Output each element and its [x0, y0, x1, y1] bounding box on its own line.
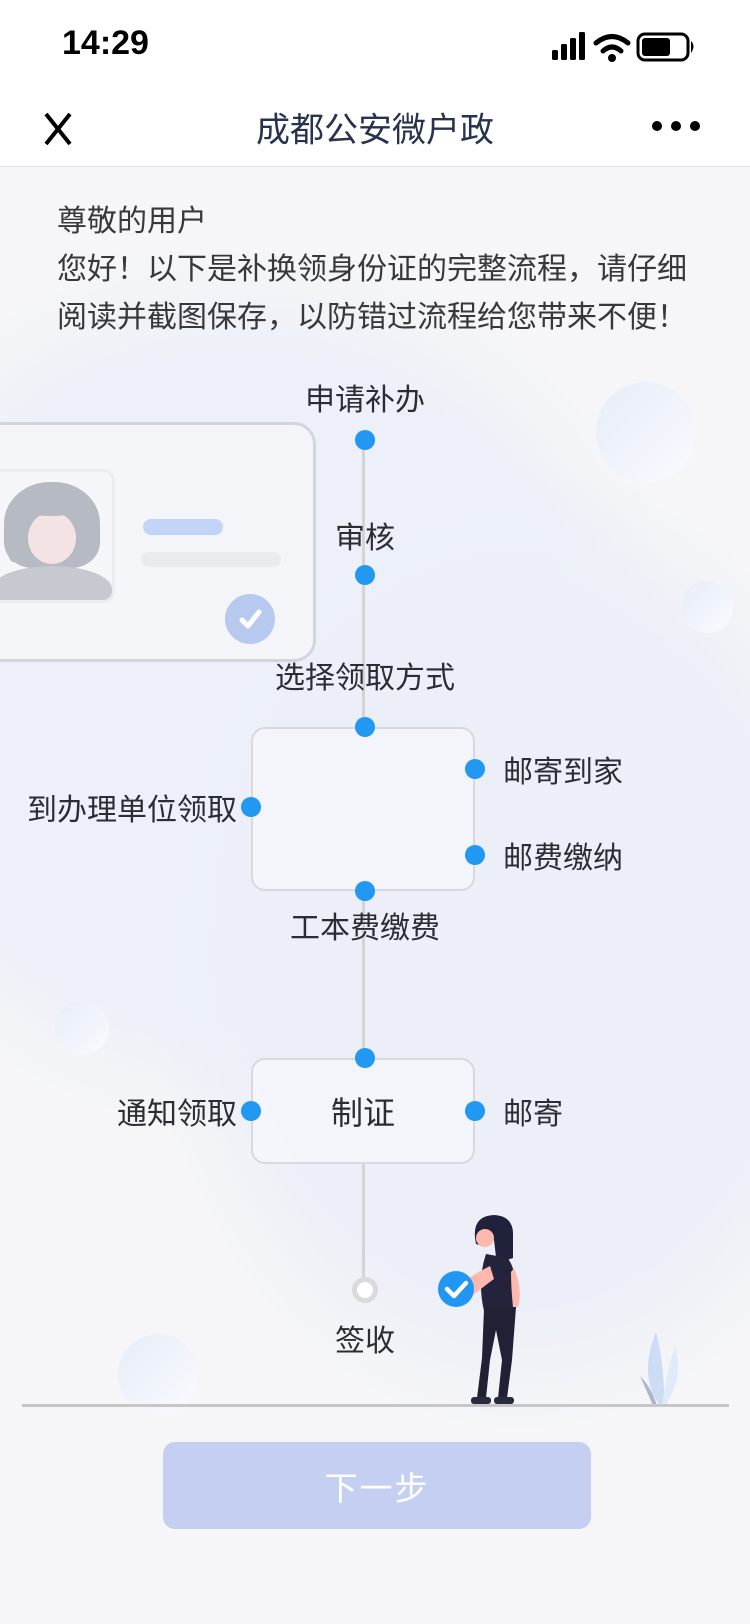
status-icons — [552, 28, 702, 69]
flow-dot — [241, 1101, 261, 1121]
flow-dot — [465, 845, 485, 865]
wifi-icon — [593, 34, 631, 54]
person-svg — [438, 1215, 520, 1404]
flow-option-mail: 邮寄 — [503, 1098, 563, 1131]
flow-dot — [465, 759, 485, 779]
wifi-dot — [608, 54, 616, 62]
header: 14:29 — [0, 0, 750, 167]
close-icon — [44, 112, 72, 146]
flow-option-postage-pay: 邮费缴纳 — [503, 842, 623, 875]
page-title: 成都公安微户政 — [256, 111, 494, 150]
flow-dot — [241, 797, 261, 817]
flow-dot — [355, 881, 375, 901]
flow-line — [362, 891, 365, 1058]
more-button[interactable] — [650, 102, 702, 150]
flow-step-review: 审核 — [335, 522, 395, 555]
flow-line — [362, 1164, 365, 1278]
avatar-face — [28, 512, 76, 564]
flow-dot — [355, 1048, 375, 1068]
intro-greeting: 尊敬的用户 — [57, 205, 207, 238]
bubble-decoration — [118, 1334, 198, 1414]
more-icon — [652, 121, 700, 131]
make-cert-box — [251, 1058, 475, 1164]
signal-icon — [552, 32, 585, 60]
battery-icon — [636, 32, 694, 62]
flow-step-fee-pay: 工本费缴费 — [290, 912, 440, 945]
bubble-decoration — [681, 581, 733, 633]
status-icons-svg — [552, 32, 694, 62]
card-check-badge — [225, 594, 275, 644]
check-badge — [438, 1271, 474, 1307]
intro-text: 尊敬的用户 您好！以下是补换领身份证的完整流程，请仔细阅读并截图保存，以防错过流… — [57, 198, 707, 342]
avatar-hair-side — [6, 502, 24, 562]
card-text-bar-gray — [141, 552, 281, 567]
bubble-decoration — [55, 1001, 109, 1055]
nav-bar: 成都公安微户政 — [0, 88, 750, 166]
flow-dot — [355, 430, 375, 450]
choose-method-box — [251, 727, 475, 891]
flow-dot — [355, 717, 375, 737]
intro-body: 您好！以下是补换领身份证的完整流程，请仔细阅读并截图保存，以防错过流程给您带来不… — [57, 253, 687, 334]
flow-option-pickup-unit: 到办理单位领取 — [27, 794, 237, 827]
card-text-bar-blue — [143, 519, 223, 535]
avatar-hair-side — [80, 502, 96, 560]
bubble-decoration — [596, 382, 696, 482]
flow-end-ring — [352, 1277, 378, 1303]
ground-line — [22, 1404, 729, 1407]
next-button[interactable]: 下一步 — [163, 1442, 591, 1529]
plant-decoration — [630, 1318, 692, 1413]
close-button[interactable] — [34, 104, 82, 152]
flow-step-choose: 选择领取方式 — [275, 662, 455, 695]
flow-dot — [465, 1101, 485, 1121]
photo-frame — [0, 469, 115, 603]
avatar-fringe — [18, 498, 84, 516]
flow-step-apply: 申请补办 — [305, 384, 425, 417]
status-time: 14:29 — [62, 24, 149, 62]
plant-svg — [640, 1332, 678, 1406]
flow-dot — [355, 565, 375, 585]
check-icon — [239, 609, 262, 629]
flow-step-make-cert: 制证 — [330, 1095, 396, 1131]
person-illustration — [428, 1210, 560, 1413]
flow-option-mail-home: 邮寄到家 — [503, 756, 623, 789]
avatar-shoulders — [0, 566, 112, 600]
id-card-illustration — [0, 422, 316, 662]
flow-option-notify-pickup: 通知领取 — [117, 1098, 237, 1131]
flow-step-sign-receive: 签收 — [335, 1325, 395, 1358]
